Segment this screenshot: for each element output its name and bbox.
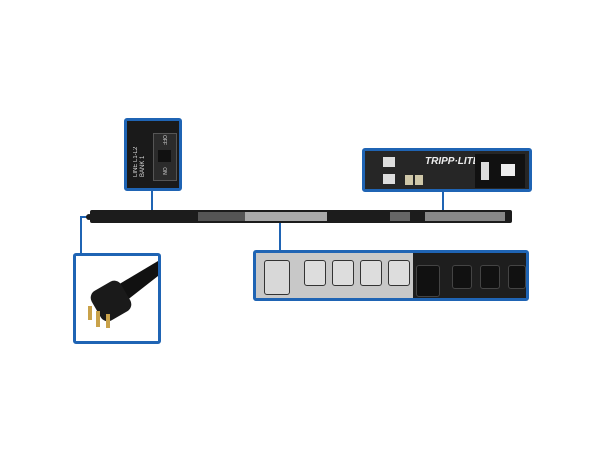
controller-callout-line	[442, 191, 444, 211]
c19-outlet-icon[interactable]	[264, 260, 290, 295]
ethernet-port-icon[interactable]	[383, 157, 395, 167]
c13-outlet-icon[interactable]	[360, 260, 382, 286]
breaker-callout-line	[151, 190, 153, 211]
pdu-cord-end	[86, 214, 92, 220]
outlet-callout-line	[279, 222, 281, 250]
breaker-toggle	[158, 150, 171, 162]
c13-outlet-icon[interactable]	[304, 260, 326, 286]
c13-outlet-icon[interactable]	[388, 260, 410, 286]
brand-logo: TRIPP·LITE	[425, 156, 480, 167]
power-plug-icon	[88, 261, 158, 328]
outlets-callout	[253, 250, 529, 301]
power-plug-callout	[73, 253, 161, 344]
c13-outlet-icon[interactable]	[508, 265, 526, 289]
c19-outlet-icon[interactable]	[416, 265, 440, 297]
breaker-switch-icon[interactable]: OFF ON	[153, 133, 177, 181]
usb-port-icon[interactable]	[405, 175, 413, 185]
controller-panel-callout: TRIPP·LITE	[362, 148, 532, 192]
ethernet-port-icon[interactable]	[383, 174, 395, 184]
lcd-display-icon	[475, 154, 525, 188]
usb-port-icon[interactable]	[415, 175, 423, 185]
pdu-bar	[90, 210, 512, 223]
c13-outlet-icon[interactable]	[332, 260, 354, 286]
plug-callout-line-v	[80, 216, 82, 254]
c13-outlet-icon[interactable]	[452, 265, 472, 289]
c13-outlet-icon[interactable]	[480, 265, 500, 289]
